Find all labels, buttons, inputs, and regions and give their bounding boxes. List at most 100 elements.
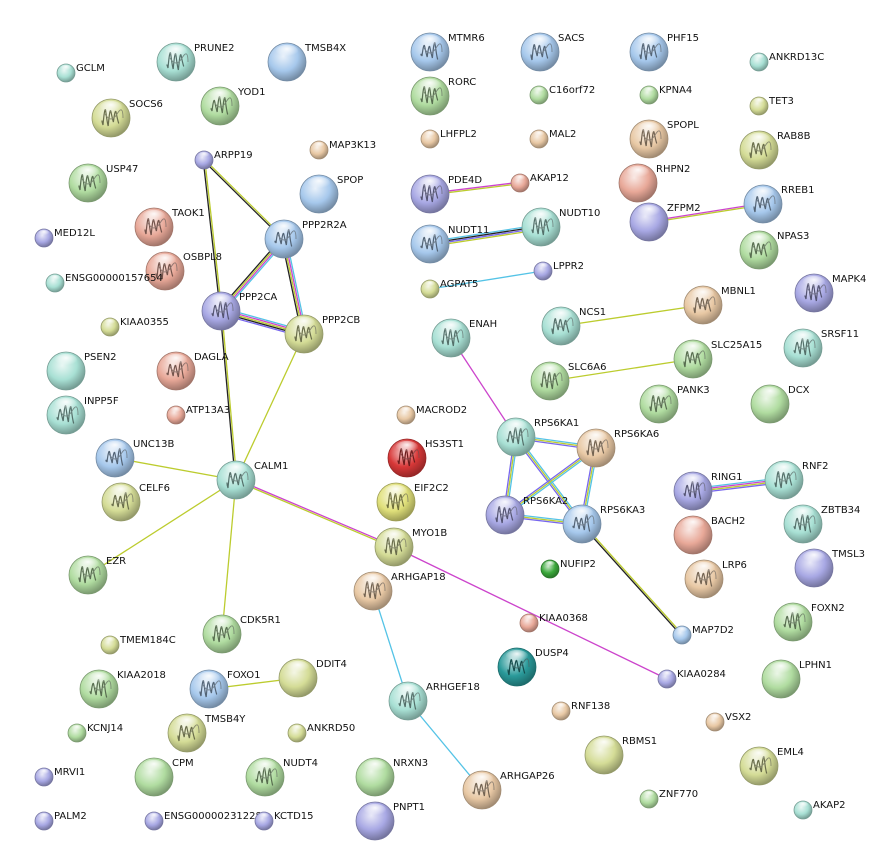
node-NUFIP2[interactable]: NUFIP2 bbox=[540, 559, 596, 579]
node-KIAA2018[interactable]: KIAA2018 bbox=[79, 669, 166, 709]
node-ARPP19[interactable]: ARPP19 bbox=[194, 150, 253, 170]
node-MRVI1[interactable]: MRVI1 bbox=[34, 767, 85, 787]
node-ENSG00000231228[interactable]: ENSG00000231228 bbox=[144, 811, 262, 831]
node-PPP2R2A[interactable]: PPP2R2A bbox=[264, 219, 347, 259]
node-MAPK4[interactable]: MAPK4 bbox=[794, 273, 866, 313]
node-ZBTB34[interactable]: ZBTB34 bbox=[783, 504, 860, 544]
node-SACS[interactable]: SACS bbox=[520, 32, 585, 72]
edge-CALM1-MYO1B[interactable] bbox=[235, 478, 395, 549]
node-SLC6A6[interactable]: SLC6A6 bbox=[530, 361, 606, 401]
node-ZFPM2[interactable]: ZFPM2 bbox=[629, 202, 701, 242]
edge-ARPP19-PPP2CA[interactable] bbox=[202, 159, 223, 312]
node-RPS6KA6[interactable]: RPS6KA6 bbox=[576, 428, 659, 468]
node-PPP2CA[interactable]: PPP2CA bbox=[201, 291, 277, 331]
node-RBMS1[interactable]: RBMS1 bbox=[584, 735, 657, 775]
node-NUDT10[interactable]: NUDT10 bbox=[521, 207, 600, 247]
edge-RPS6KA3-MAP7D2[interactable] bbox=[580, 523, 684, 636]
node-EIF2C2[interactable]: EIF2C2 bbox=[376, 482, 449, 522]
node-TAOK1[interactable]: TAOK1 bbox=[134, 207, 205, 247]
node-MYO1B[interactable]: MYO1B bbox=[374, 527, 447, 567]
node-EML4[interactable]: EML4 bbox=[739, 746, 804, 786]
edge-SLC6A6-SLC25A15[interactable] bbox=[549, 358, 694, 382]
node-PNPT1[interactable]: PNPT1 bbox=[355, 801, 425, 841]
node-TMSB4Y[interactable]: TMSB4Y bbox=[167, 713, 246, 753]
node-CALM1[interactable]: CALM1 bbox=[216, 460, 288, 500]
node-RNF2[interactable]: RNF2 bbox=[764, 460, 829, 500]
node-KIAA0284[interactable]: KIAA0284 bbox=[657, 669, 726, 689]
node-LRP6[interactable]: LRP6 bbox=[684, 559, 747, 599]
node-YOD1[interactable]: YOD1 bbox=[200, 86, 266, 126]
node-SPOP[interactable]: SPOP bbox=[299, 174, 363, 214]
node-INPP5F[interactable]: INPP5F bbox=[46, 395, 119, 435]
node-ATP13A3[interactable]: ATP13A3 bbox=[166, 405, 230, 425]
node-KCTD15[interactable]: KCTD15 bbox=[254, 811, 314, 831]
edge-CALM1-CDK5R1[interactable] bbox=[221, 479, 237, 635]
node-RAB8B[interactable]: RAB8B bbox=[739, 130, 811, 170]
node-ENSG00000157654[interactable]: ENSG00000157654 bbox=[45, 273, 163, 293]
node-AGPAT5[interactable]: AGPAT5 bbox=[420, 279, 478, 299]
node-ARHGAP26[interactable]: ARHGAP26 bbox=[462, 770, 555, 810]
node-NUDT4[interactable]: NUDT4 bbox=[245, 757, 318, 797]
node-VSX2[interactable]: VSX2 bbox=[705, 712, 751, 732]
node-PPP2CB[interactable]: PPP2CB bbox=[284, 314, 360, 354]
node-MAP7D2[interactable]: MAP7D2 bbox=[672, 625, 734, 645]
node-RREB1[interactable]: RREB1 bbox=[743, 184, 814, 224]
node-MAL2[interactable]: MAL2 bbox=[529, 129, 576, 149]
node-RPS6KA1[interactable]: RPS6KA1 bbox=[496, 417, 579, 457]
node-ZNF770[interactable]: ZNF770 bbox=[639, 789, 698, 809]
edge-ENAH-RPS6KA1[interactable] bbox=[450, 337, 517, 438]
node-RING1[interactable]: RING1 bbox=[673, 471, 743, 511]
node-KIAA0368[interactable]: KIAA0368 bbox=[519, 613, 588, 633]
node-NUDT11[interactable]: NUDT11 bbox=[410, 224, 489, 264]
node-ANKRD13C[interactable]: ANKRD13C bbox=[749, 52, 824, 72]
node-C16orf72[interactable]: C16orf72 bbox=[529, 85, 595, 105]
node-FOXN2[interactable]: FOXN2 bbox=[773, 602, 845, 642]
node-DUSP4[interactable]: DUSP4 bbox=[497, 647, 569, 687]
node-PHF15[interactable]: PHF15 bbox=[629, 32, 699, 72]
edge-CALM1-EZR[interactable] bbox=[87, 479, 237, 576]
node-ARHGEF18[interactable]: ARHGEF18 bbox=[388, 681, 480, 721]
node-MACROD2[interactable]: MACROD2 bbox=[396, 405, 467, 425]
edge-PPP2CA-CALM1[interactable] bbox=[219, 310, 238, 481]
node-KIAA0355[interactable]: KIAA0355 bbox=[100, 317, 169, 337]
node-MAP3K13[interactable]: MAP3K13 bbox=[309, 140, 376, 160]
node-DAGLA[interactable]: DAGLA bbox=[156, 351, 229, 391]
node-UNC13B[interactable]: UNC13B bbox=[95, 438, 175, 478]
node-ARHGAP18[interactable]: ARHGAP18 bbox=[353, 571, 446, 611]
node-SRSF11[interactable]: SRSF11 bbox=[783, 328, 859, 368]
node-DCX[interactable]: DCX bbox=[750, 384, 810, 424]
edge-CALM1-UNC13B[interactable] bbox=[114, 457, 237, 481]
node-OSBPL8[interactable]: OSBPL8 bbox=[145, 251, 222, 291]
node-HS3ST1[interactable]: HS3ST1 bbox=[387, 438, 464, 478]
node-NCS1[interactable]: NCS1 bbox=[541, 306, 606, 346]
edge-MYO1B-KIAA0284[interactable] bbox=[393, 546, 668, 680]
node-SOCS6[interactable]: SOCS6 bbox=[91, 98, 163, 138]
node-ANKRD50[interactable]: ANKRD50 bbox=[287, 723, 355, 743]
node-DDIT4[interactable]: DDIT4 bbox=[278, 658, 347, 698]
edge-NCS1-MBNL1[interactable] bbox=[560, 304, 704, 327]
node-RPS6KA3[interactable]: RPS6KA3 bbox=[562, 504, 645, 544]
node-LPHN1[interactable]: LPHN1 bbox=[761, 659, 832, 699]
node-BACH2[interactable]: BACH2 bbox=[673, 515, 745, 555]
edge-PPP2CB-CALM1[interactable] bbox=[235, 333, 305, 481]
node-EZR[interactable]: EZR bbox=[68, 555, 126, 595]
node-LPPR2[interactable]: LPPR2 bbox=[533, 261, 584, 281]
node-PALM2[interactable]: PALM2 bbox=[34, 811, 87, 831]
node-USP47[interactable]: USP47 bbox=[68, 163, 138, 203]
edge-AGPAT5-LPPR2[interactable] bbox=[429, 270, 544, 290]
node-SLC25A15[interactable]: SLC25A15 bbox=[673, 339, 762, 379]
node-KPNA4[interactable]: KPNA4 bbox=[639, 85, 692, 105]
node-PDE4D[interactable]: PDE4D bbox=[410, 174, 482, 214]
node-LHFPL2[interactable]: LHFPL2 bbox=[420, 129, 477, 149]
node-GCLM[interactable]: GCLM bbox=[56, 63, 105, 83]
node-TMSB4X[interactable]: TMSB4X bbox=[267, 42, 346, 82]
node-FOXO1[interactable]: FOXO1 bbox=[189, 669, 260, 709]
node-NRXN3[interactable]: NRXN3 bbox=[355, 757, 428, 797]
node-NPAS3[interactable]: NPAS3 bbox=[739, 230, 809, 270]
node-AKAP2[interactable]: AKAP2 bbox=[793, 800, 845, 820]
node-PSEN2[interactable]: PSEN2 bbox=[46, 351, 117, 391]
node-TMSL3[interactable]: TMSL3 bbox=[794, 548, 865, 588]
node-MTMR6[interactable]: MTMR6 bbox=[410, 32, 485, 72]
node-MED12L[interactable]: MED12L bbox=[34, 228, 95, 248]
node-SPOPL[interactable]: SPOPL bbox=[629, 119, 699, 159]
